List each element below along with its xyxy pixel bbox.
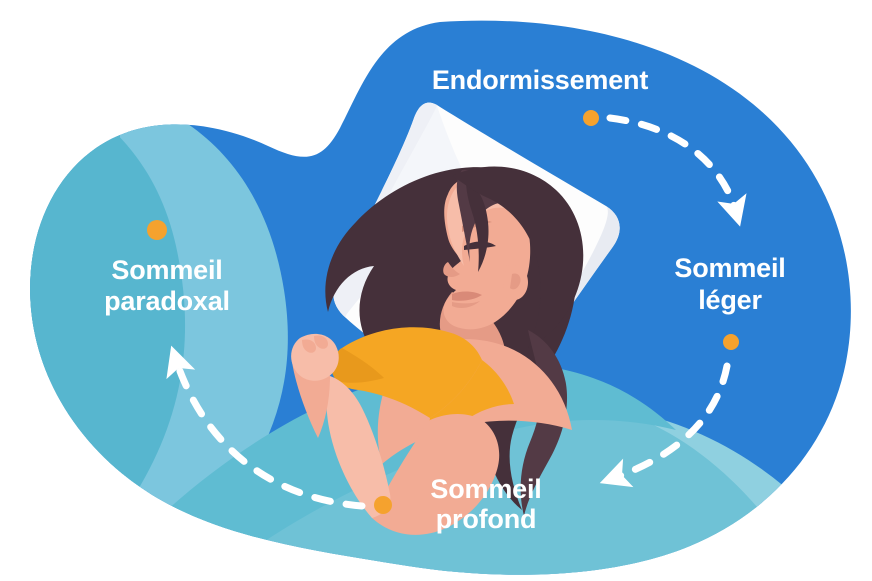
stage-label-sommeil-leger-line1: Sommeil — [674, 253, 785, 283]
stage-label-sommeil-paradoxal-line1: Sommeil — [111, 255, 222, 285]
stage-label-sommeil-profond-line1: Sommeil — [430, 474, 541, 504]
stage-label-sommeil-paradoxal-line2: paradoxal — [104, 286, 230, 316]
cycle-arrows — [166, 114, 747, 510]
lower-lip — [452, 301, 480, 309]
stage-dots — [147, 110, 739, 514]
arrow-profond-to-paradoxal — [166, 345, 366, 510]
stage-dot-sommeil-paradoxal — [147, 220, 167, 240]
nose — [443, 262, 460, 277]
ear-inner — [510, 273, 521, 290]
sleeping-woman-illustration — [291, 102, 620, 535]
lips — [452, 291, 482, 301]
upper-arm — [372, 414, 500, 535]
camisole-body — [331, 327, 482, 418]
stage-label-sommeil-leger-line2: léger — [698, 285, 762, 315]
camisole-shade — [331, 348, 384, 383]
stage-dot-sommeil-profond — [374, 496, 392, 514]
hair-top — [452, 166, 584, 348]
stage-dot-sommeil-leger — [723, 334, 739, 350]
fist-knuckles — [302, 335, 328, 353]
stage-dot-endormissement — [583, 110, 599, 126]
arrow-leger-to-profond — [599, 362, 731, 488]
stage-label-sommeil-profond-line2: profond — [436, 504, 537, 534]
stage-label-endormissement: Endormissement — [432, 65, 648, 95]
stage-labels: Endormissement Sommeil léger Sommeil pro… — [104, 65, 786, 534]
forearm — [326, 376, 391, 518]
hair-strand-thin — [466, 180, 489, 272]
